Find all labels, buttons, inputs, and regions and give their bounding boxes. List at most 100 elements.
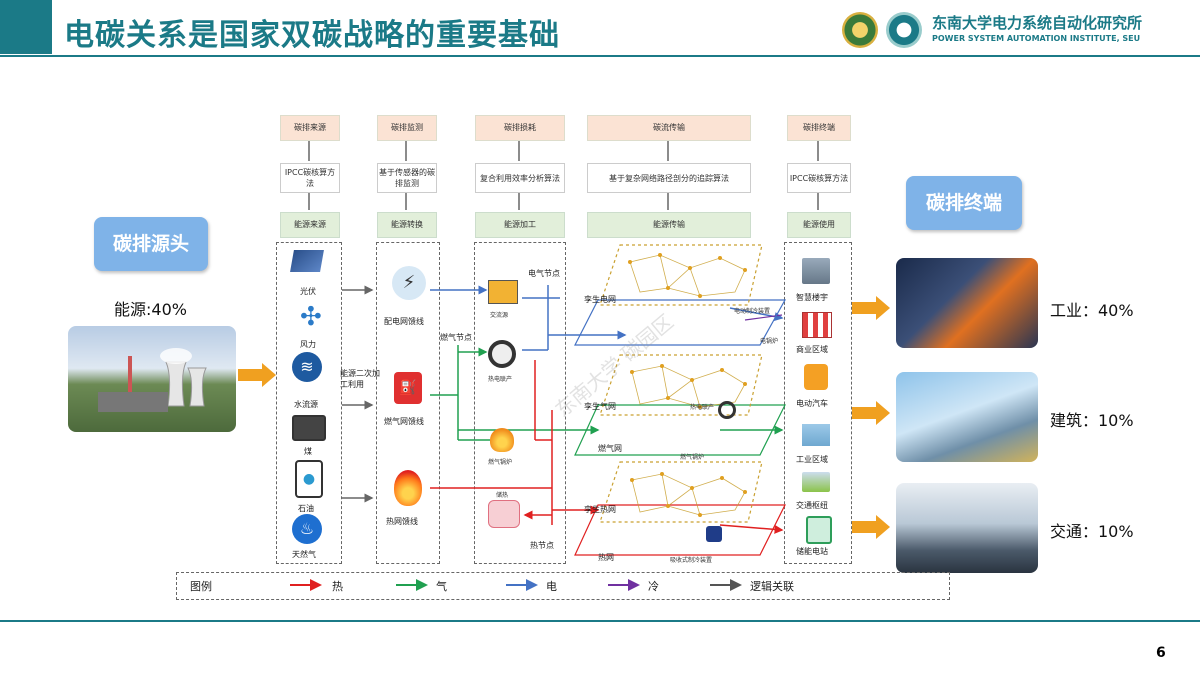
transport-photo	[896, 483, 1038, 573]
source-natural-gas: 天然气	[292, 550, 316, 559]
terminal-transport-hub: 交通枢纽	[796, 501, 828, 510]
row2-box-2: 基于传感器的碳排监测	[377, 163, 437, 193]
row1-box-3: 碳排损耗	[475, 115, 565, 141]
secondary-processing-label: 能源二次加工利用	[340, 369, 380, 389]
transport-hub-icon	[802, 472, 830, 492]
battery-icon	[806, 516, 832, 544]
industry-photo	[896, 258, 1038, 348]
institute-name-cn: 东南大学电力系统自动化研究所	[932, 14, 1143, 32]
legend-label-logic: 逻辑关联	[750, 580, 794, 593]
node-heat: 热节点	[530, 541, 554, 550]
transport-stat: 交通：10%	[1050, 522, 1134, 541]
legend-label-gas: 气	[436, 580, 447, 593]
natural-gas-icon: ♨	[292, 514, 322, 544]
source-coal: 煤	[304, 447, 312, 456]
shop-icon	[802, 312, 832, 338]
row2-box-1: IPCC碳核算方法	[280, 163, 340, 193]
processing-chp: 热电联产	[488, 376, 513, 383]
terminal-commercial: 商业区域	[796, 345, 828, 354]
power-tower-icon: ⚡	[392, 266, 426, 300]
network-twin-heat: 孪生热网	[584, 505, 616, 514]
device-electric-chiller: 电动制冷装置	[734, 308, 771, 315]
processing-gas-boiler: 燃气锅炉	[488, 459, 513, 466]
row3-box-1: 能源来源	[280, 212, 340, 238]
solar-panel-icon	[290, 250, 324, 272]
node-electric: 电气节点	[528, 269, 560, 278]
legend-swatches	[290, 579, 742, 591]
oil-barrel-icon: ●	[295, 460, 323, 498]
institute-name-en: POWER SYSTEM AUTOMATION INSTITUTE, SEU	[932, 34, 1141, 43]
sources-column	[276, 242, 342, 564]
conversion-gas-feeder: 燃气网馈线	[384, 417, 424, 426]
flame-icon	[394, 470, 422, 506]
conversion-power-feeder: 配电网馈线	[384, 317, 424, 326]
row2-box-3: 复合利用效率分析算法	[475, 163, 565, 193]
accent-bar	[0, 0, 52, 54]
wind-turbine-icon: ✣	[300, 302, 322, 332]
legend	[176, 572, 950, 600]
terminal-storage: 储能电站	[796, 547, 828, 556]
industry-arrow-shaft	[852, 302, 876, 314]
row3-box-4: 能源传输	[587, 212, 751, 238]
footer-divider	[0, 620, 1200, 622]
transport-arrow-shaft	[852, 521, 876, 533]
processing-ac-source: 交流源	[490, 312, 509, 319]
source-arrow-shaft	[238, 369, 262, 381]
seu-logo-icon	[842, 12, 878, 48]
source-arrow-head	[262, 363, 276, 387]
carbon-source-label: 碳排源头	[94, 217, 208, 271]
hydro-icon: ≋	[292, 352, 322, 382]
transformer-icon	[488, 280, 518, 304]
power-plant-illustration	[98, 348, 207, 412]
device-chp: 热电联产	[690, 404, 715, 411]
heat-storage-icon	[488, 500, 520, 528]
industry-stat: 工业：40%	[1050, 301, 1134, 320]
terminal-industrial: 工业区域	[796, 455, 828, 464]
institute-logo-icon	[886, 12, 922, 48]
factory-icon	[802, 424, 830, 446]
coal-cart-icon	[292, 415, 326, 441]
row-links	[308, 141, 819, 210]
row2-box-4: 基于复杂网络路径剖分的追踪算法	[587, 163, 751, 193]
carbon-terminal-label: 碳排终端	[906, 176, 1022, 230]
row1-box-5: 碳排终端	[787, 115, 851, 141]
ev-charger-icon	[804, 364, 828, 390]
terminal-smart-building: 智慧楼宇	[796, 293, 828, 302]
page-title: 电碳关系是国家双碳战略的重要基础	[64, 18, 560, 53]
chp-wheel-icon	[488, 340, 516, 368]
gas-boiler-icon	[490, 428, 514, 452]
network-twin-power: 孪生电网	[584, 295, 616, 304]
smart-building-icon	[802, 258, 830, 284]
processing-column	[474, 242, 566, 564]
legend-title: 图例	[190, 580, 212, 593]
chiller-unit-icon	[706, 526, 722, 542]
building-arrow-head	[876, 401, 890, 425]
network-gas: 燃气网	[598, 444, 622, 453]
building-stat: 建筑：10%	[1050, 411, 1134, 430]
node-gas: 燃气节点	[440, 333, 472, 342]
building-arrow-shaft	[852, 407, 876, 419]
industry-arrow-head	[876, 296, 890, 320]
row3-box-5: 能源使用	[787, 212, 851, 238]
power-plant-photo	[68, 326, 236, 432]
terminal-ev: 电动汽车	[796, 399, 828, 408]
legend-label-cold: 冷	[648, 580, 659, 593]
conversion-column	[376, 242, 440, 564]
legend-label-power: 电	[546, 580, 557, 593]
page-number: 6	[1156, 645, 1166, 661]
gas-pump-icon: ⛽	[394, 372, 422, 404]
device-electric-boiler: 电锅炉	[760, 338, 779, 345]
device-gas-boiler: 燃气锅炉	[680, 454, 705, 461]
source-wind: 风力	[300, 340, 316, 349]
row2-box-5: IPCC碳核算方法	[787, 163, 851, 193]
network-twin-gas: 孪生气网	[584, 402, 616, 411]
row1-box-1: 碳排来源	[280, 115, 340, 141]
chp-wheel-icon-2	[718, 401, 736, 419]
transport-arrow-head	[876, 515, 890, 539]
source-hydro: 水流源	[294, 400, 318, 409]
source-oil: 石油	[298, 504, 314, 513]
row1-box-2: 碳排监测	[377, 115, 437, 141]
building-photo	[896, 372, 1038, 462]
processing-heat-storage: 储热	[496, 492, 509, 499]
